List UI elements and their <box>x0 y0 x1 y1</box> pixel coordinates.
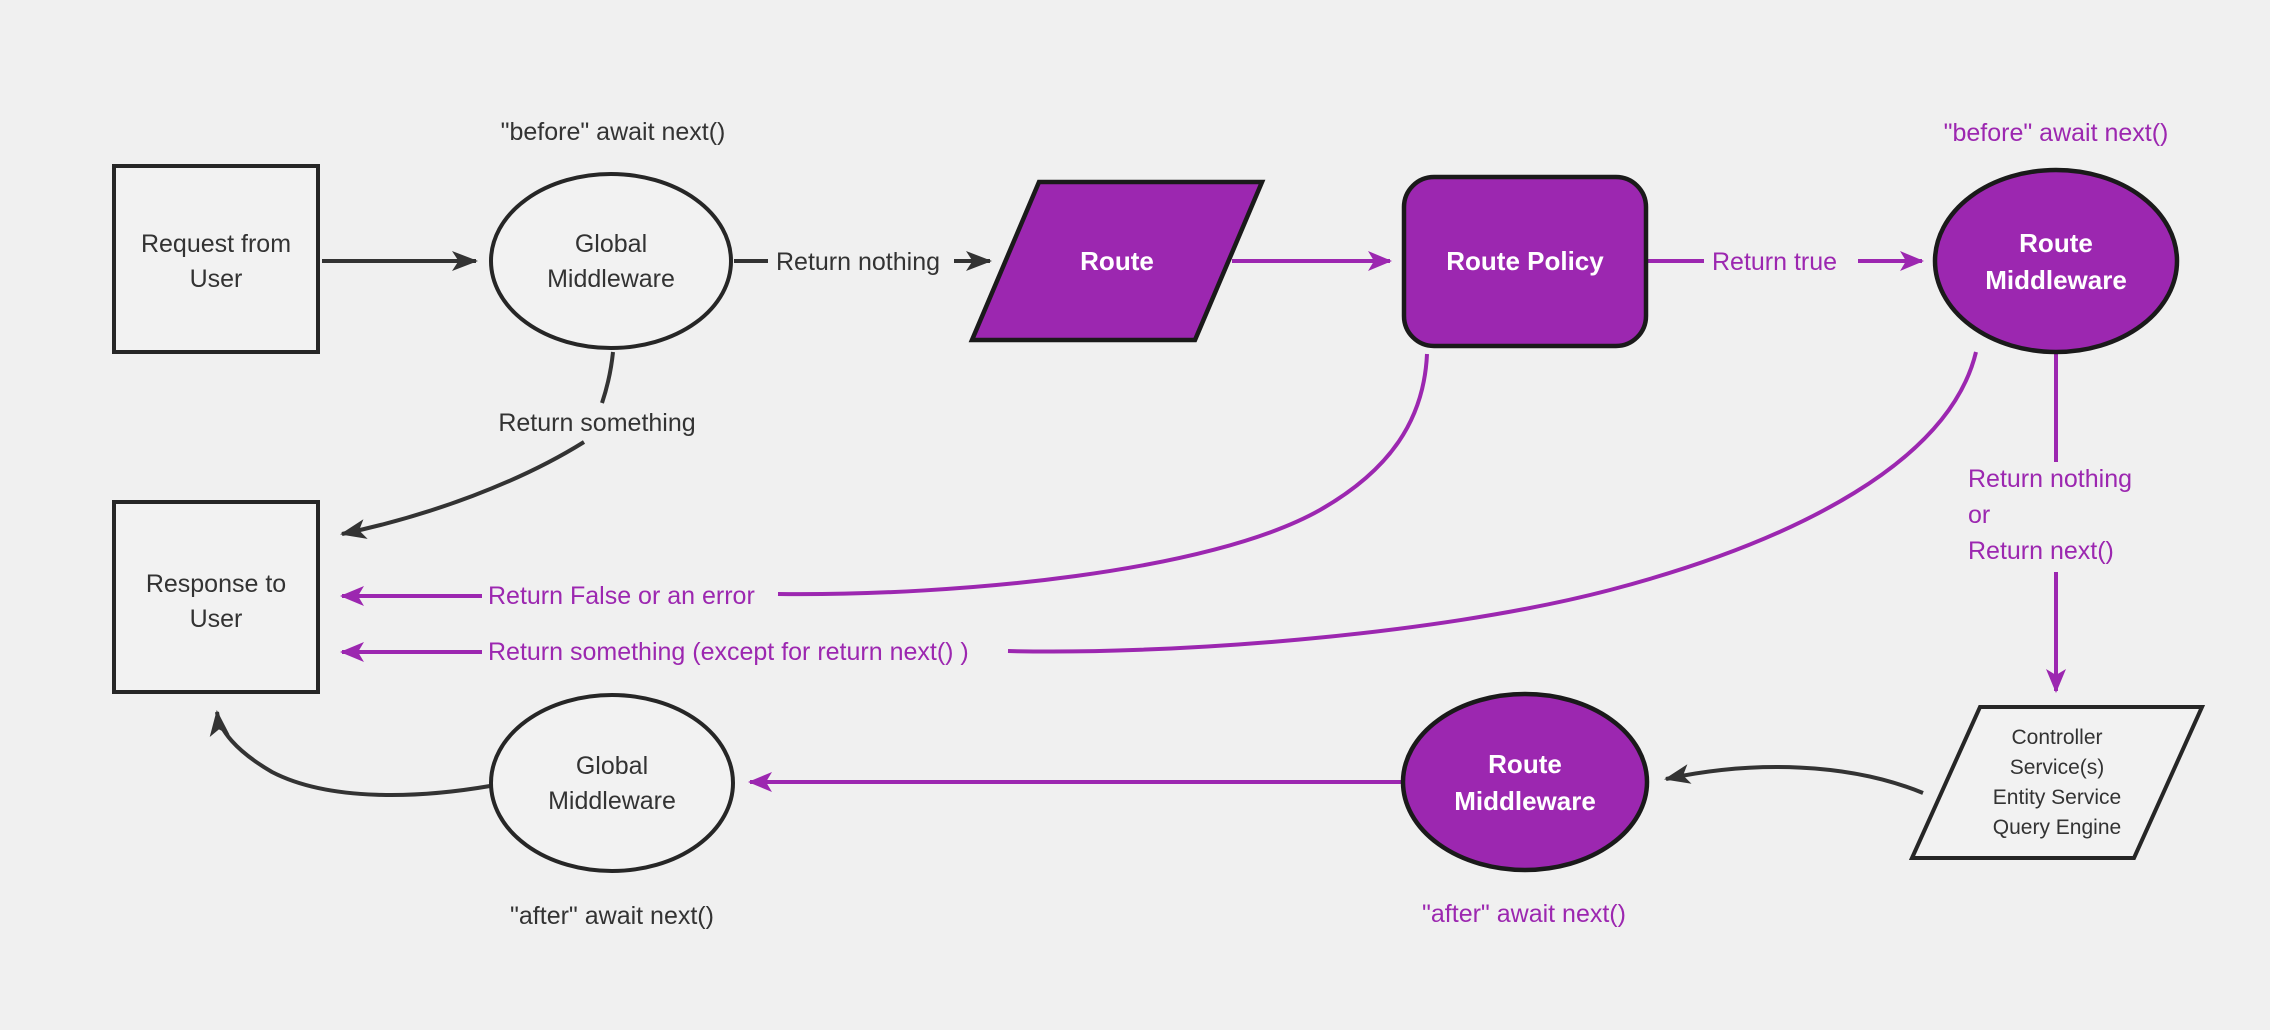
route-middleware-top-label-line2: Middleware <box>1985 265 2127 295</box>
response-user-label-line1: Response to <box>146 570 286 598</box>
controller-label-line4: Query Engine <box>1993 816 2121 839</box>
edge-global-top-to-response-segment-1 <box>600 351 615 404</box>
controller-label-line1: Controller <box>2011 726 2102 749</box>
request-user-label-line2: User <box>190 265 243 293</box>
request-user-label-line1: Request from <box>141 230 291 258</box>
edge-route-middleware-to-response-curve <box>1007 351 1978 654</box>
route-middleware-top-label-line1: Route <box>2019 228 2093 258</box>
label-return-nothing-or-line2: or <box>1968 501 1990 529</box>
label-return-true: Return true <box>1712 248 1837 276</box>
label-return-nothing-top: Return nothing <box>776 248 940 276</box>
label-before-await-top-right: "before" await next() <box>1944 119 2169 147</box>
label-before-await-top-left: "before" await next() <box>501 118 726 146</box>
label-return-something-except: Return something (except for return next… <box>488 638 969 666</box>
global-middleware-bottom-label-line1: Global <box>576 752 648 780</box>
global-middleware-top-label-line1: Global <box>575 230 647 258</box>
response-user-label-line2: User <box>190 605 243 633</box>
controller-label-line3: Entity Service <box>1993 786 2121 809</box>
node-route <box>968 179 1266 343</box>
label-after-await-bottom-left: "after" await next() <box>510 902 714 930</box>
node-route-middleware-top <box>1932 167 2180 355</box>
node-response-to-user <box>112 500 320 694</box>
label-return-false-or-error: Return False or an error <box>488 582 755 610</box>
controller-label-line2: Service(s) <box>2010 756 2105 779</box>
edge-route-policy-to-response-curve <box>777 353 1429 597</box>
node-request-from-user <box>112 164 320 354</box>
node-route-policy <box>1401 174 1649 349</box>
label-return-nothing-or-line1: Return nothing <box>1968 465 2132 493</box>
route-middleware-bottom-label-line2: Middleware <box>1454 786 1596 816</box>
node-controller-services <box>1908 705 2206 860</box>
route-label: Route <box>1080 246 1154 276</box>
node-global-middleware-top <box>489 172 733 350</box>
node-global-middleware-bottom <box>489 693 735 873</box>
edge-global-middleware-bottom-to-response <box>209 710 491 797</box>
global-middleware-top-label-line2: Middleware <box>547 265 675 293</box>
route-policy-label: Route Policy <box>1446 246 1604 276</box>
label-after-await-bottom-right: "after" await next() <box>1422 900 1626 928</box>
edge-global-top-to-response-segment-2 <box>340 440 586 539</box>
node-route-middleware-bottom <box>1400 691 1650 873</box>
label-return-nothing-or-line3: Return next() <box>1968 537 2114 565</box>
label-return-something: Return something <box>498 409 695 437</box>
edge-controller-to-route-middleware-bottom <box>1664 764 1924 795</box>
route-middleware-bottom-label-line1: Route <box>1488 749 1562 779</box>
global-middleware-bottom-label-line2: Middleware <box>548 787 676 815</box>
